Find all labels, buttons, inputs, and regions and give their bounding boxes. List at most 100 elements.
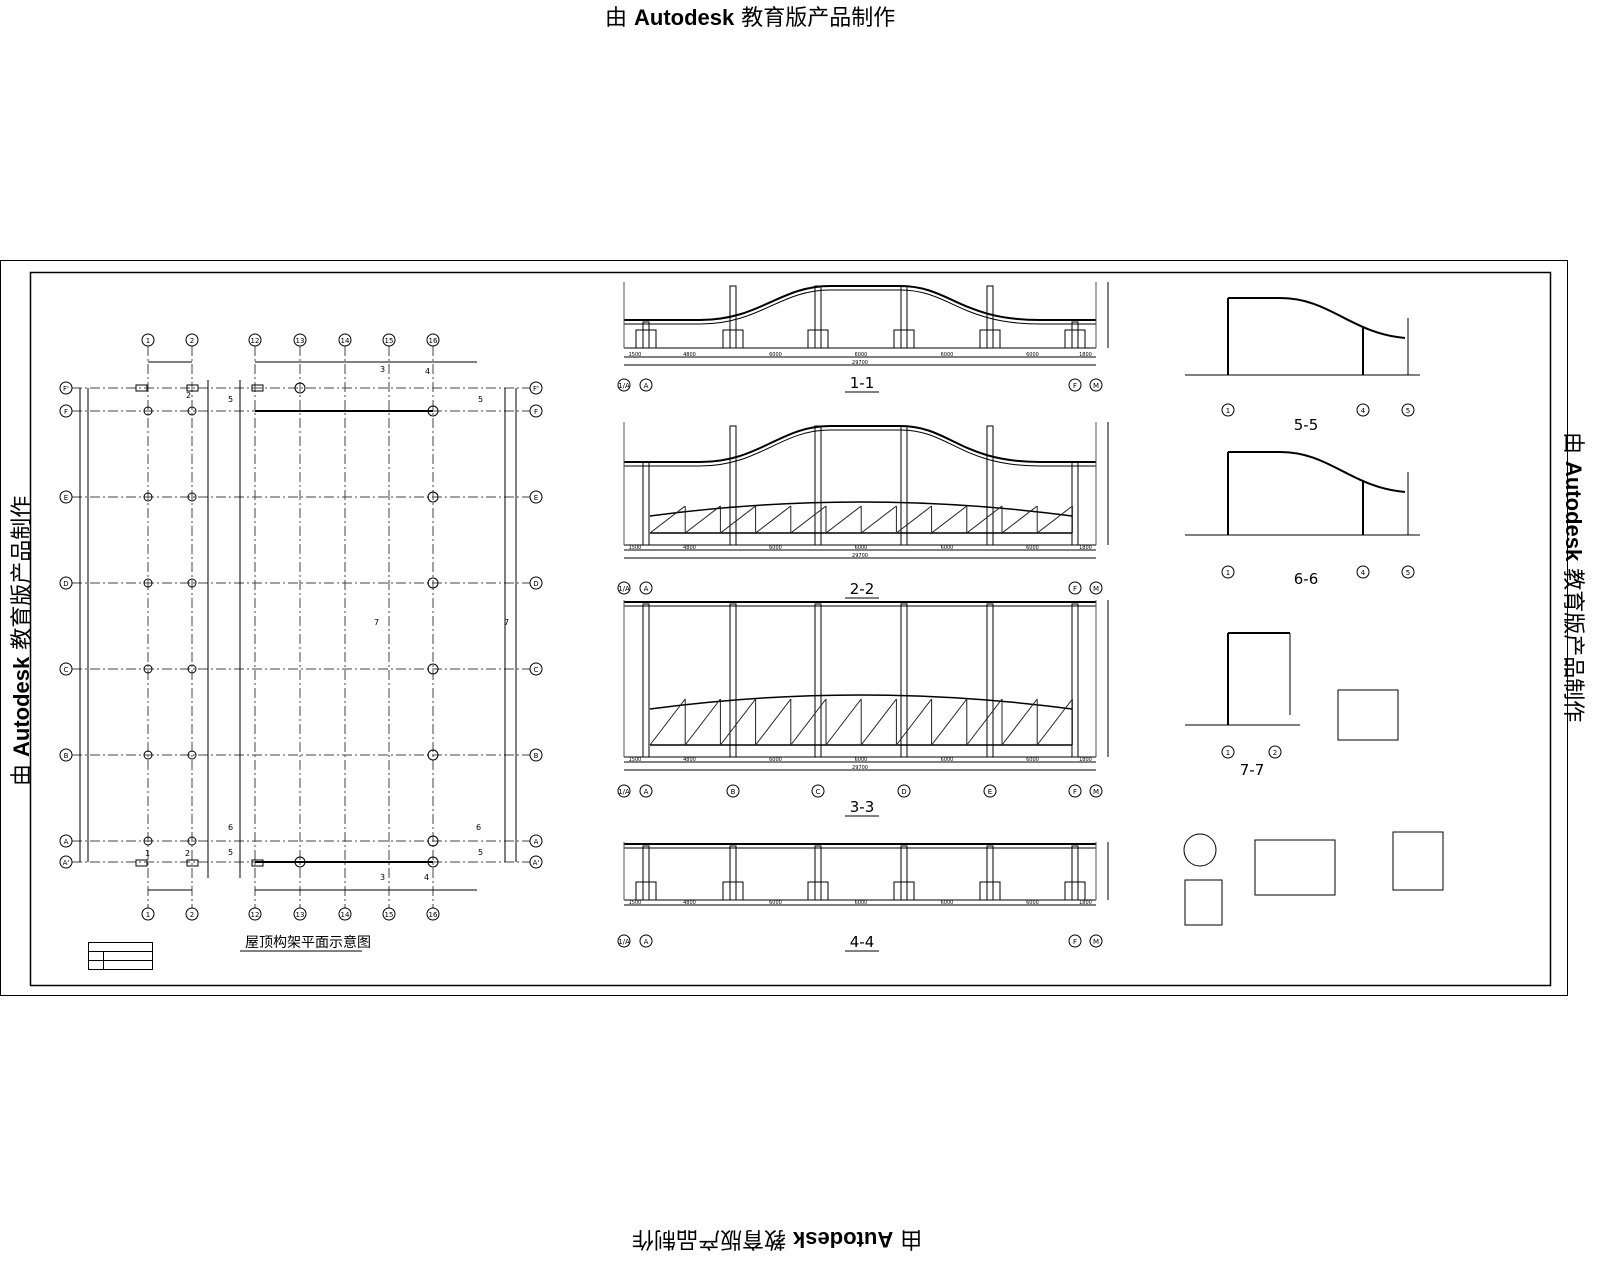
- section-axis-label: A: [644, 938, 649, 946]
- axis-col-bottom-circle: [382, 907, 396, 921]
- axis-row-left-circle: [59, 662, 73, 676]
- plan-mark: 1: [145, 849, 150, 858]
- section-axis-label: A: [644, 382, 649, 390]
- axis-col-top-label: 14: [341, 337, 350, 345]
- plan-title: 屋顶构架平面示意图: [245, 934, 371, 951]
- column: [900, 285, 908, 349]
- plan-mark: 4: [424, 873, 429, 882]
- axis-row-right-circle: [529, 404, 543, 418]
- column-pier: [979, 881, 1001, 901]
- column: [986, 425, 994, 546]
- column: [814, 425, 822, 546]
- column-pier: [893, 881, 915, 901]
- column-node: [427, 491, 439, 503]
- truss-diagonal: [790, 698, 827, 746]
- dimension-text: 1800: [1079, 545, 1092, 551]
- roof-curve: [624, 425, 1096, 463]
- column-pier: [807, 329, 829, 349]
- section-axis-label: 4: [1361, 407, 1366, 415]
- section-axis-label: 1/A: [618, 938, 630, 946]
- axis-row-right-circle: [529, 576, 543, 590]
- section-label: 4-4: [850, 933, 875, 951]
- axis-col-top-label: 15: [385, 337, 394, 345]
- axis-row-right-circle: [529, 855, 543, 869]
- axis-row-right-label: D: [533, 580, 538, 588]
- section-axis-label: D: [901, 788, 906, 796]
- section-axis-label: 1/A: [618, 382, 630, 390]
- column-pier: [1064, 329, 1086, 349]
- dimension-text: 1500: [629, 352, 642, 358]
- axis-row-right-circle: [529, 748, 543, 762]
- section-axis-circle: [1401, 403, 1415, 417]
- column-node: [187, 578, 197, 588]
- section-axis-circle: [617, 784, 631, 798]
- column-plate: [251, 384, 264, 392]
- column: [986, 285, 994, 349]
- truss-top-chord: [649, 501, 1073, 517]
- truss-diagonal: [1036, 505, 1073, 534]
- column-node: [187, 750, 197, 760]
- axis-row-left-label: C: [64, 666, 69, 674]
- column: [814, 603, 822, 758]
- axis-col-top-circle: [338, 333, 352, 347]
- dimension-text: 1500: [629, 900, 642, 906]
- column-node: [143, 750, 153, 760]
- section-axis-circle: [811, 784, 825, 798]
- section-axis-circle: [726, 784, 740, 798]
- column: [1071, 603, 1079, 758]
- dimension-total: 29700: [852, 553, 868, 559]
- section-axis-label: F: [1073, 585, 1077, 593]
- column-plate: [135, 859, 148, 867]
- axis-col-bottom-circle: [293, 907, 307, 921]
- section-axis-label: M: [1093, 788, 1099, 796]
- dimension-text: 1500: [629, 757, 642, 763]
- column-node: [187, 836, 197, 846]
- column: [642, 845, 650, 901]
- column: [1071, 461, 1079, 546]
- axis-row-left-label: F': [63, 385, 69, 393]
- pier-detail: [1184, 879, 1223, 926]
- connection-detail: [1337, 689, 1399, 741]
- column-node: [427, 749, 439, 761]
- axis-row-right-circle: [529, 662, 543, 676]
- column-pier: [722, 329, 744, 349]
- section-axis-label: 1: [1226, 749, 1230, 757]
- axis-row-left-circle: [59, 576, 73, 590]
- column-pier: [979, 329, 1001, 349]
- section-axis-circle: [1401, 565, 1415, 579]
- section-axis-label: 1: [1226, 407, 1230, 415]
- section-axis-label: M: [1093, 585, 1099, 593]
- column-pier: [635, 329, 657, 349]
- axis-row-left-circle: [59, 490, 73, 504]
- section-label: 6-6: [1294, 570, 1319, 588]
- column: [986, 845, 994, 901]
- column: [814, 285, 822, 349]
- axis-col-top-circle: [293, 333, 307, 347]
- column-plate: [186, 859, 199, 867]
- axis-row-left-circle: [59, 381, 73, 395]
- truss-diagonal: [1001, 698, 1038, 746]
- truss-diagonal: [790, 505, 827, 534]
- column: [642, 321, 650, 349]
- axis-row-left-label: F: [64, 408, 68, 416]
- column: [642, 603, 650, 758]
- axis-col-bottom-circle: [185, 907, 199, 921]
- truss-diagonal: [720, 698, 756, 746]
- roof-curve-inner: [624, 289, 1096, 325]
- dimension-text: 6000: [855, 757, 868, 763]
- plan-mark: 5: [478, 395, 483, 404]
- section-axis-circle: [1221, 745, 1235, 759]
- axis-row-left-circle: [59, 834, 73, 848]
- roof-curve: [1228, 297, 1406, 339]
- axis-col-bottom-label: 1: [146, 911, 150, 919]
- section-label: 1-1: [850, 374, 875, 392]
- section-label: 2-2: [850, 580, 875, 598]
- axis-col-top-circle: [141, 333, 155, 347]
- section-axis-circle: [1089, 378, 1103, 392]
- dimension-text: 6000: [1026, 757, 1039, 763]
- plan-mark: 7: [374, 618, 379, 627]
- axis-col-top-label: 2: [190, 337, 194, 345]
- plan-mark: 5: [228, 395, 233, 404]
